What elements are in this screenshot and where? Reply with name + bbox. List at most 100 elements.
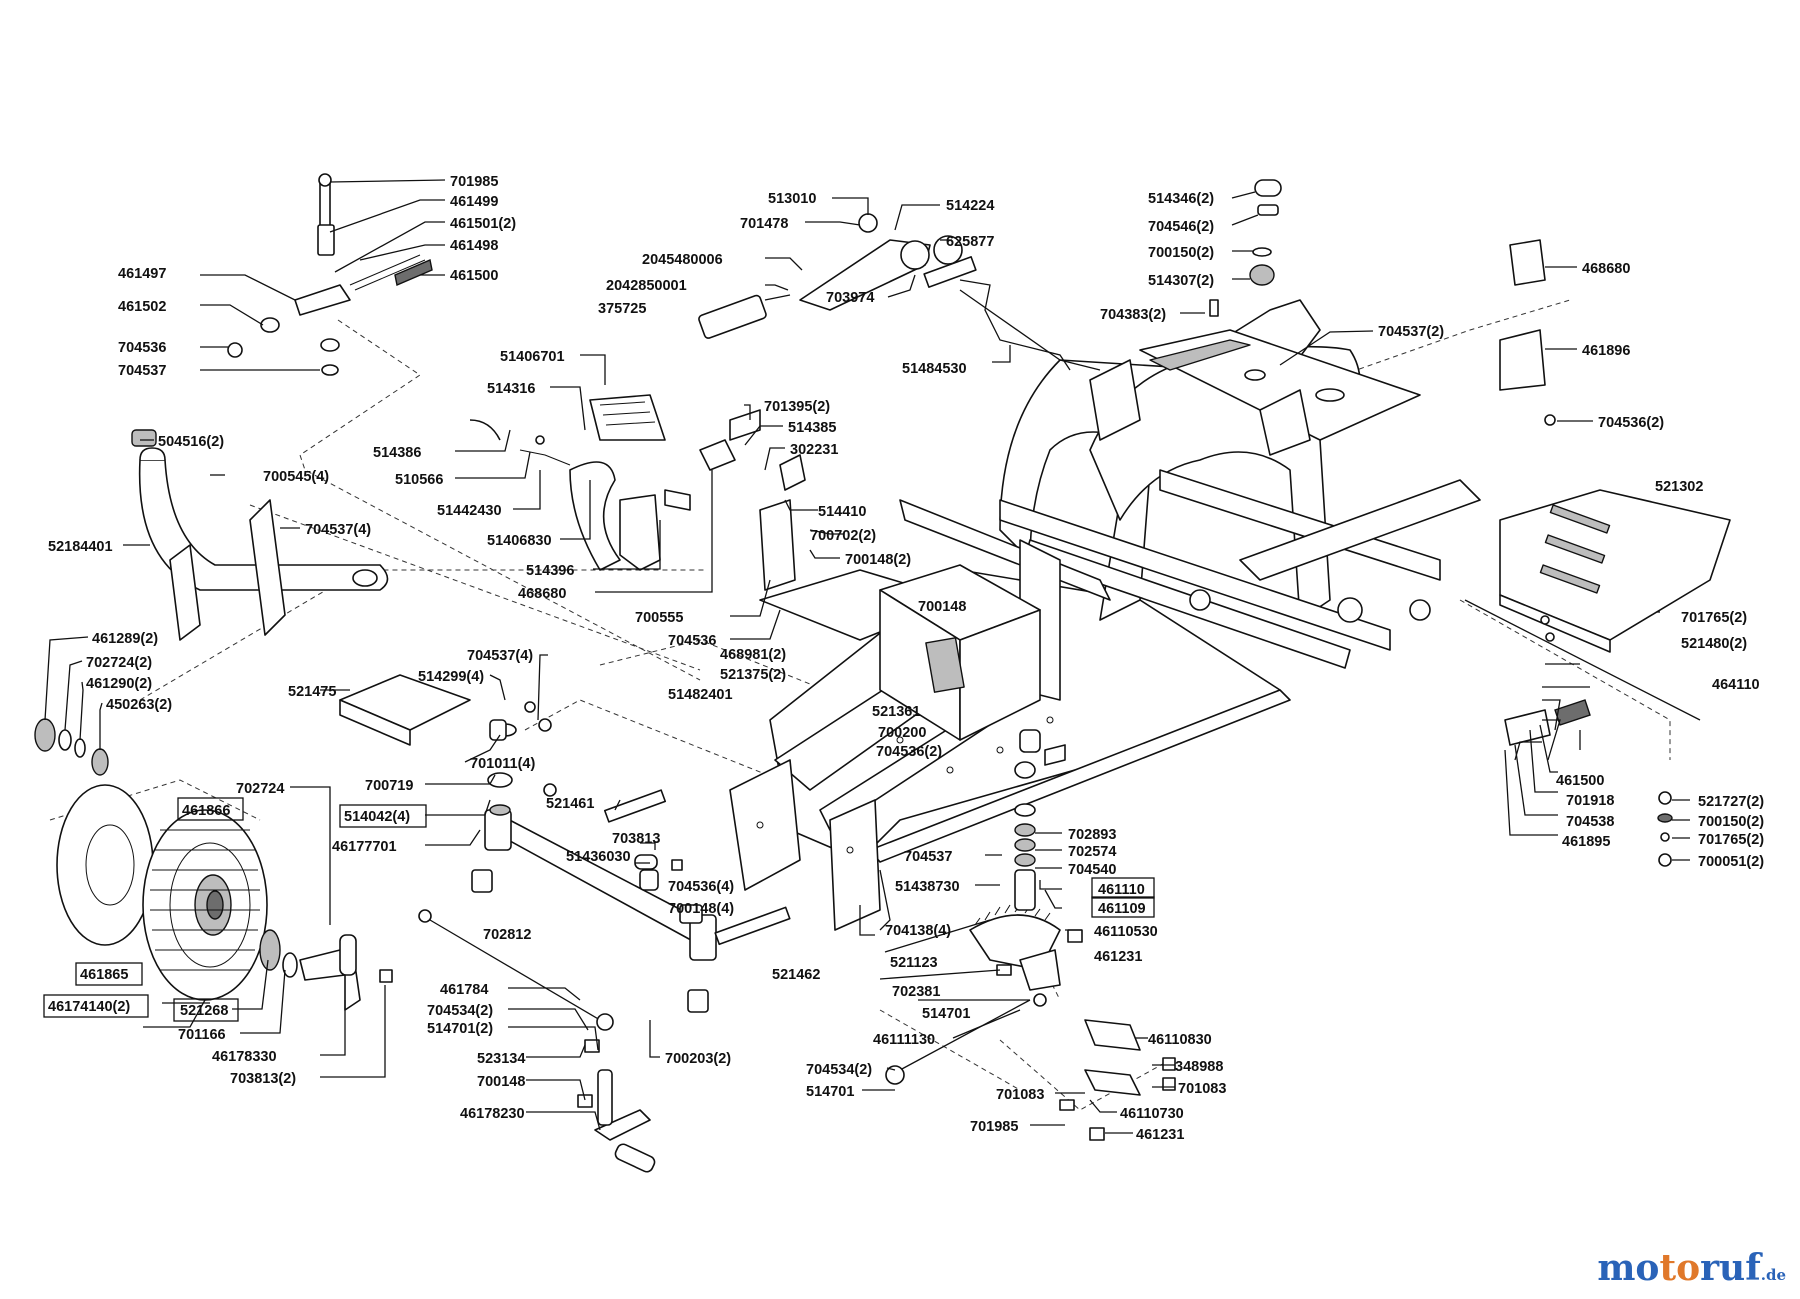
- part-label: 701166: [178, 1027, 226, 1043]
- brand-logo: motoruf.de: [1597, 1247, 1786, 1289]
- part-label: 700702(2): [810, 528, 876, 544]
- part-label: 701985: [450, 174, 498, 190]
- part-label: 704537(4): [467, 648, 533, 664]
- part-label: 521480(2): [1681, 636, 1747, 652]
- part-label: 46110830: [1148, 1032, 1212, 1048]
- part-label: 461231: [1136, 1127, 1184, 1143]
- part-label: 521461: [546, 796, 594, 812]
- floor-pan-plate: [339, 674, 791, 946]
- steering-parts: [299, 729, 1141, 1173]
- part-label: 46111130: [873, 1032, 935, 1048]
- part-label: 514396: [526, 563, 574, 579]
- part-label: 703813: [612, 831, 660, 847]
- part-label: 46177701: [332, 839, 397, 855]
- part-label: 702724(2): [86, 655, 152, 671]
- part-label: 702893: [1068, 827, 1116, 843]
- part-label: 701765(2): [1698, 832, 1764, 848]
- part-label: 523134: [477, 1051, 525, 1067]
- part-label: 700148(2): [845, 552, 911, 568]
- part-label: 700148: [918, 599, 966, 615]
- brand-part-1: mo: [1597, 1247, 1660, 1289]
- part-label: 461231: [1094, 949, 1142, 965]
- part-label: 700148(4): [668, 901, 734, 917]
- part-label: 461866: [182, 803, 230, 819]
- part-label: 504516(2): [158, 434, 224, 450]
- part-label: 701011(4): [470, 756, 535, 772]
- part-label: 704546(2): [1148, 219, 1214, 235]
- part-label: 521462: [772, 967, 820, 983]
- part-label: 510566: [395, 472, 443, 488]
- part-label: 514410: [818, 504, 866, 520]
- part-label: 704534(2): [806, 1062, 872, 1078]
- boxed-label-frames: [43, 797, 1155, 1022]
- part-label: 514042(4): [344, 809, 410, 825]
- part-label: 514701: [806, 1084, 854, 1100]
- part-label: 461895: [1562, 834, 1610, 850]
- part-label: 51406701: [500, 349, 565, 365]
- part-label: 704537(4): [305, 522, 371, 538]
- part-label: 461497: [118, 266, 166, 282]
- front-wheel-assembly: [34, 718, 298, 1001]
- part-label: 521268: [180, 1003, 228, 1019]
- main-chassis-frame: [729, 299, 1731, 931]
- part-label: 461109: [1098, 901, 1146, 917]
- part-label: 701918: [1566, 793, 1614, 809]
- part-label: 701083: [1178, 1081, 1226, 1097]
- part-label: 2042850001: [606, 278, 687, 294]
- part-label: 701083: [996, 1087, 1044, 1103]
- part-label: 700148: [477, 1074, 525, 1090]
- part-label: 704383(2): [1100, 307, 1166, 323]
- part-label: 703813(2): [230, 1071, 296, 1087]
- brake-lever-group: [698, 213, 1101, 371]
- part-label: 46178230: [460, 1106, 525, 1122]
- part-label: 521727(2): [1698, 794, 1764, 810]
- part-label: 702724: [236, 781, 284, 797]
- pedal-group: [469, 239, 1701, 746]
- part-label: 461865: [80, 967, 128, 983]
- part-label: 700150(2): [1698, 814, 1764, 830]
- part-label: 461500: [1556, 773, 1604, 789]
- part-label: 704537: [118, 363, 166, 379]
- part-label: 521361: [872, 704, 920, 720]
- part-label: 51442430: [437, 503, 502, 519]
- part-label: 704138(4): [885, 923, 951, 939]
- brand-part-2: to: [1659, 1247, 1701, 1289]
- part-label: 461498: [450, 238, 498, 254]
- part-label: 701765(2): [1681, 610, 1747, 626]
- part-label: 51436030: [566, 849, 631, 865]
- front-bumper: [131, 429, 389, 641]
- part-label: 51438730: [895, 879, 960, 895]
- part-label: 51482401: [668, 687, 733, 703]
- part-label: 701985: [970, 1119, 1018, 1135]
- part-label: 461110: [1098, 882, 1145, 898]
- part-label: 461501(2): [450, 216, 516, 232]
- part-label: 700545(4): [263, 469, 329, 485]
- part-label: 702812: [483, 927, 531, 943]
- part-label: 703974: [826, 290, 874, 306]
- part-label: 461499: [450, 194, 498, 210]
- part-label: 514701(2): [427, 1021, 493, 1037]
- part-number-labels: 701985 461499 461501(2) 461498 461497 46…: [48, 174, 1764, 1143]
- part-label: 700150(2): [1148, 245, 1214, 261]
- part-label: 468680: [1582, 261, 1630, 277]
- fasteners: [379, 179, 1673, 1141]
- part-label: 701478: [740, 216, 788, 232]
- part-label: 461289(2): [92, 631, 158, 647]
- part-label: 46174140(2): [48, 999, 130, 1015]
- part-label: 704536(2): [1598, 415, 1664, 431]
- part-label: 348988: [1175, 1059, 1223, 1075]
- part-label: 704538: [1566, 814, 1614, 830]
- part-label: 2045480006: [642, 252, 723, 268]
- part-label: 704536: [668, 633, 716, 649]
- part-label: 461500: [450, 268, 498, 284]
- part-label: 46110530: [1094, 924, 1158, 940]
- part-label: 514386: [373, 445, 421, 461]
- brand-part-3: ruf: [1700, 1247, 1761, 1289]
- part-label: 461502: [118, 299, 166, 315]
- part-label: 514224: [946, 198, 994, 214]
- part-label: 704536(2): [876, 744, 942, 760]
- part-label: 702574: [1068, 844, 1116, 860]
- part-label: 464110: [1712, 677, 1760, 693]
- part-label: 461896: [1582, 343, 1630, 359]
- part-label: 514346(2): [1148, 191, 1214, 207]
